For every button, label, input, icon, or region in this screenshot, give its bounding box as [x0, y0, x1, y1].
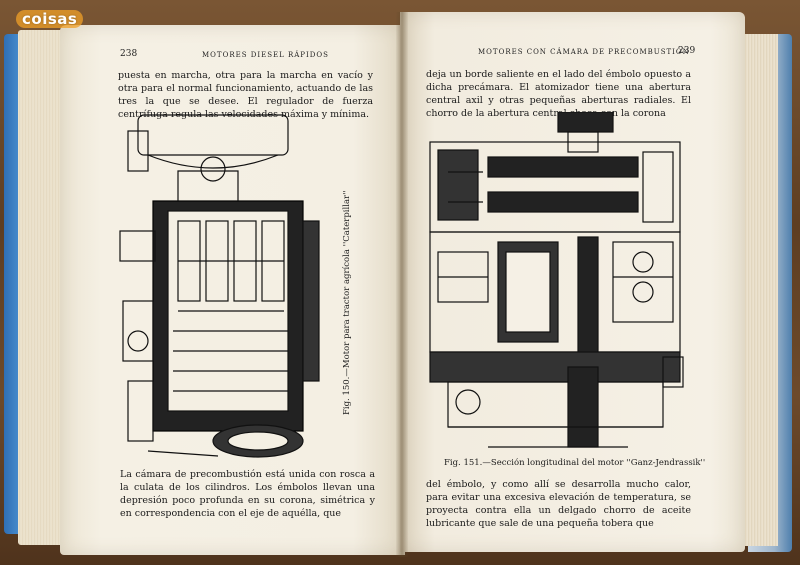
- right-running-head: MOTORES CON CÁMARA DE PRECOMBUSTIÓN: [478, 48, 690, 56]
- left-running-head: MOTORES DIESEL RÁPIDOS: [202, 51, 329, 59]
- right-page-number: 239: [678, 46, 696, 56]
- book-gutter-shadow: [396, 12, 408, 557]
- right-page: MOTORES CON CÁMARA DE PRECOMBUSTIÓN 239 …: [400, 12, 745, 552]
- left-bottom-paragraph: La cámara de precombustión está unida co…: [120, 469, 375, 519]
- engine-section-ganz-jendrassik: [429, 112, 684, 448]
- right-top-paragraph: deja un borde saliente en el lado del ém…: [426, 69, 691, 119]
- engine-illustration-caterpillar: [119, 114, 320, 458]
- watermark-logo: coisas: [16, 10, 84, 28]
- left-page: 238 MOTORES DIESEL RÁPIDOS puesta en mar…: [60, 25, 405, 555]
- left-figure-caption: Fig. 150.—Motor para tractor agrícola ''…: [342, 190, 352, 415]
- left-page-number: 238: [120, 49, 138, 59]
- right-bottom-paragraph: del émbolo, y como allí se desarrolla mu…: [426, 479, 691, 529]
- right-figure-caption: Fig. 151.—Sección longitudinal del motor…: [444, 458, 706, 468]
